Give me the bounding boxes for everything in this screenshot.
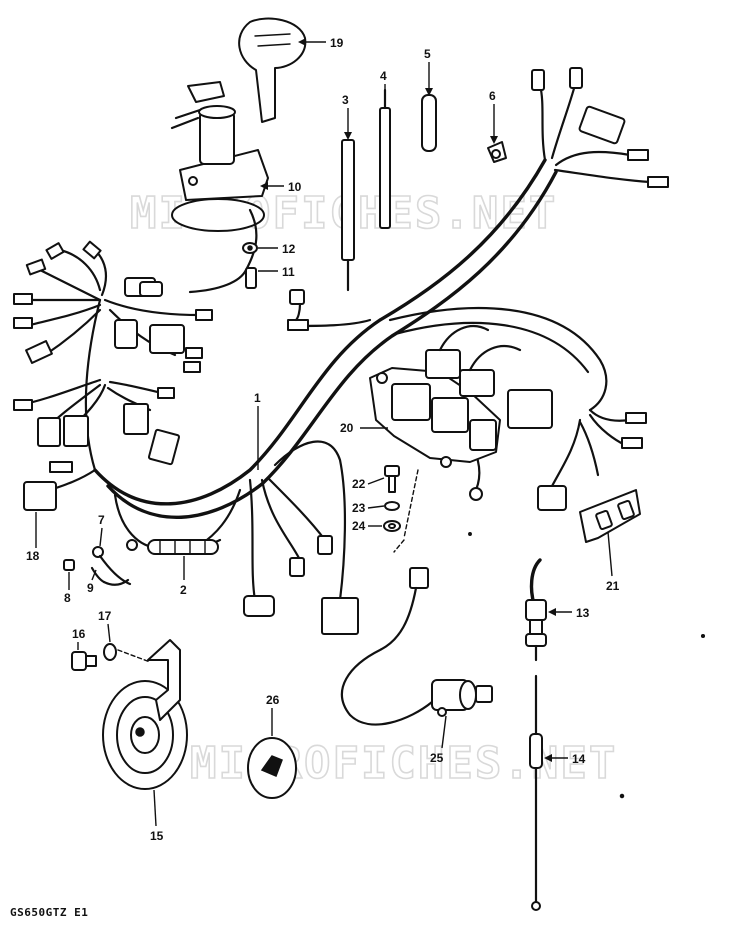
callout-21: 21 xyxy=(606,579,620,593)
parts-3-to-6 xyxy=(287,88,507,331)
harness-connectors xyxy=(13,67,669,635)
parts-16-17 xyxy=(71,643,151,671)
part-25-sensor xyxy=(340,567,493,726)
model-code-label: GS650GTZ E1 xyxy=(10,906,89,919)
callout-7: 7 xyxy=(98,513,105,527)
callout-5: 5 xyxy=(424,47,431,61)
callout-2: 2 xyxy=(180,583,187,597)
parts-7-8-9 xyxy=(63,546,132,586)
part-21-bracket xyxy=(579,489,641,543)
callout-6: 6 xyxy=(489,89,496,103)
callout-17: 17 xyxy=(98,609,112,623)
part-15-horn xyxy=(102,639,188,790)
part-11-12-fasteners xyxy=(139,242,258,297)
callout-4: 4 xyxy=(380,69,387,83)
callout-25: 25 xyxy=(430,751,444,765)
callout-3: 3 xyxy=(342,93,349,107)
parts-13-14-switch xyxy=(525,558,547,911)
callout-9: 9 xyxy=(87,581,94,595)
callout-12: 12 xyxy=(282,242,296,256)
callout-20: 20 xyxy=(340,421,354,435)
parts-22-23-24 xyxy=(383,465,419,553)
callout-11: 11 xyxy=(282,265,295,279)
callout-18: 18 xyxy=(26,549,40,563)
callout-13: 13 xyxy=(576,606,590,620)
scan-specks xyxy=(468,532,706,799)
callout-labels: 19 3 4 5 6 10 12 11 1 20 22 23 24 xyxy=(26,36,620,843)
callout-1: 1 xyxy=(254,391,261,405)
callout-14: 14 xyxy=(572,752,586,766)
callout-26: 26 xyxy=(266,693,280,707)
part-26-cap xyxy=(247,737,297,799)
callout-22: 22 xyxy=(352,477,366,491)
callout-24: 24 xyxy=(352,519,366,533)
callout-15: 15 xyxy=(150,829,164,843)
callout-23: 23 xyxy=(352,501,366,515)
ignition-switch-assembly xyxy=(170,17,307,272)
part-20-relay-block xyxy=(369,325,522,468)
callout-8: 8 xyxy=(64,591,71,605)
part-2-protector xyxy=(147,539,219,555)
callout-10: 10 xyxy=(288,180,302,194)
callout-19: 19 xyxy=(330,36,344,50)
callout-16: 16 xyxy=(72,627,86,641)
